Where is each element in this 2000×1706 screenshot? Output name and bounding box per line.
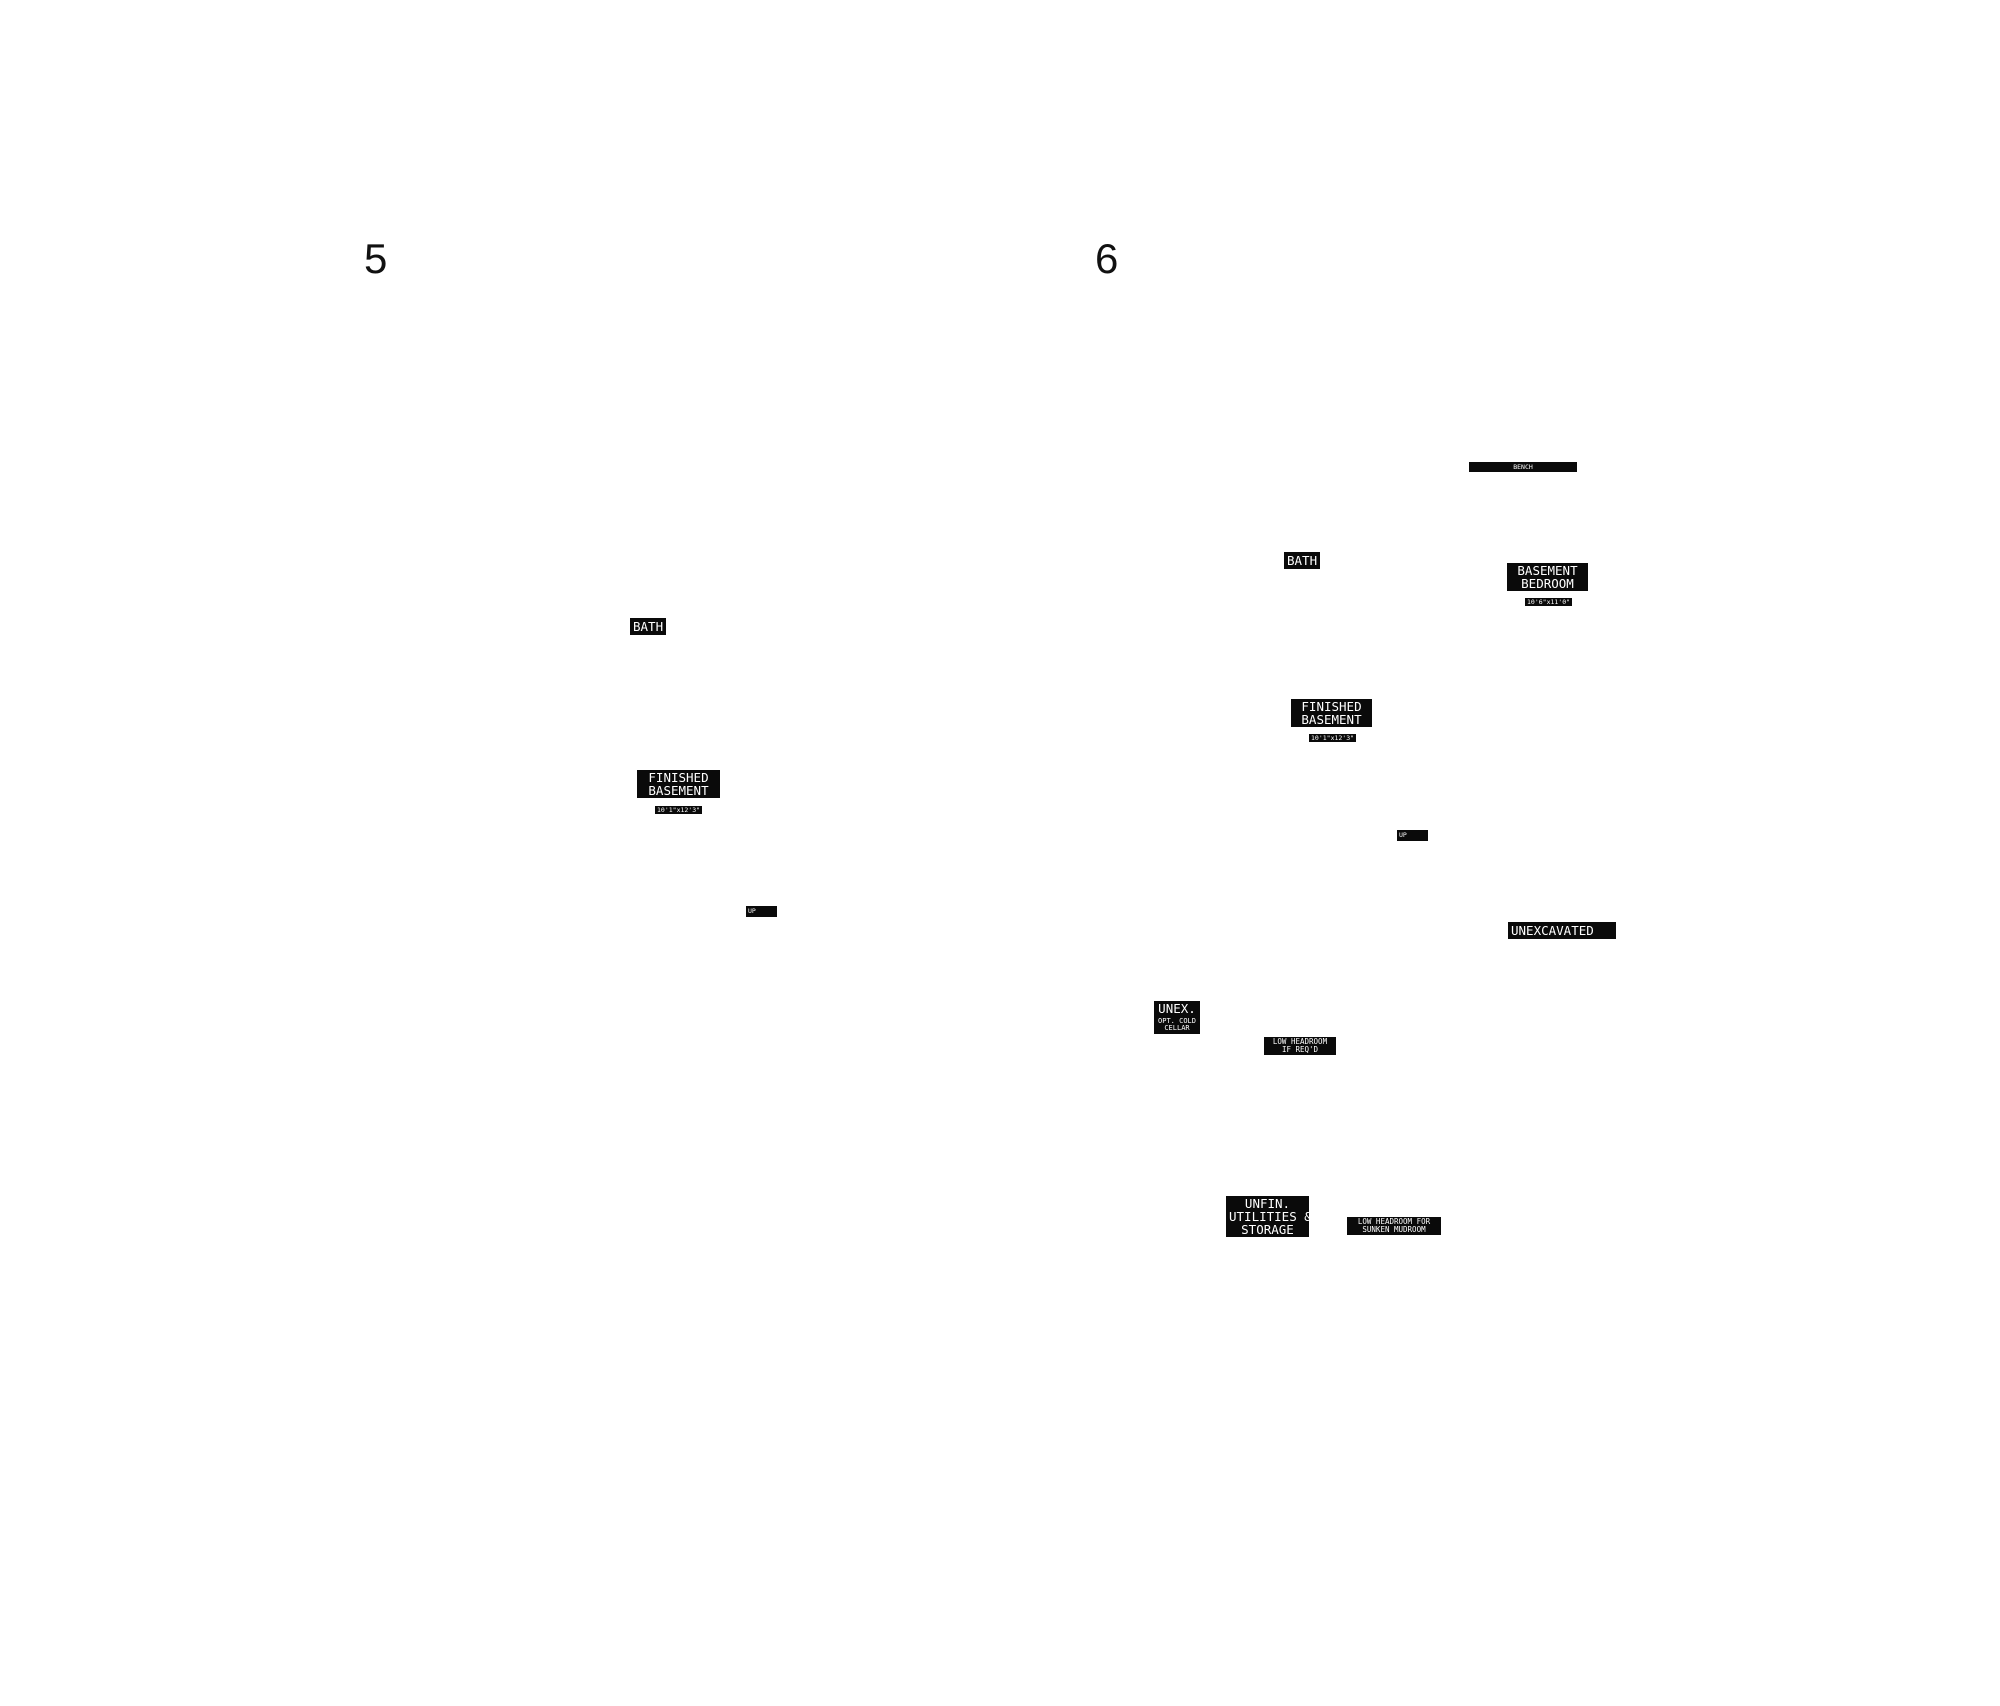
- plan-number-5: 5: [364, 235, 388, 282]
- room-label-unfinished-utilities-storage: UNFIN. UTILITIES & STORAGE: [1226, 1196, 1312, 1238]
- bench-label: BENCH: [1469, 462, 1577, 472]
- room-label-line: FINISHED: [1301, 699, 1362, 714]
- room-label-basement-bedroom: BASEMENT BEDROOM: [1507, 563, 1588, 592]
- room-label-line: BASEMENT: [1517, 563, 1578, 578]
- room-dimension-finished-basement: 10'1"x12'3": [1309, 734, 1357, 742]
- note-line: LOW HEADROOM: [1272, 1037, 1328, 1046]
- note-line: IF REQ'D: [1281, 1044, 1319, 1054]
- plan-number-6: 6: [1095, 235, 1119, 282]
- room-label-line: UTILITIES &: [1229, 1209, 1312, 1225]
- note-line: SUNKEN MUDROOM: [1362, 1224, 1426, 1234]
- room-label-finished-basement: FINISHED BASEMENT: [1291, 699, 1372, 728]
- room-label-unexcavated: UNEXCAVATED: [1508, 922, 1616, 939]
- room-label-line: BASEMENT: [1301, 712, 1362, 728]
- note-low-headroom-mudroom: LOW HEADROOM FOR SUNKEN MUDROOM: [1347, 1217, 1441, 1235]
- note-line: LOW HEADROOM FOR: [1357, 1217, 1431, 1226]
- room-note-line: CELLAR: [1164, 1024, 1190, 1033]
- room-label-line: FINISHED: [648, 770, 709, 785]
- note-low-headroom: LOW HEADROOM IF REQ'D: [1264, 1037, 1336, 1055]
- room-label-unex-cold-cellar: UNEX. OPT. COLD CELLAR: [1154, 1001, 1200, 1034]
- room-label-bath: BATH: [630, 618, 667, 635]
- room-label-line: STORAGE: [1241, 1222, 1294, 1238]
- stair-up-label: UP: [746, 906, 777, 917]
- room-dimension-basement-bedroom: 10'6"x11'0": [1525, 598, 1573, 606]
- room-label-line: UNFIN.: [1244, 1196, 1291, 1211]
- room-label-finished-basement: FINISHED BASEMENT: [637, 770, 720, 799]
- stair-up-label: UP: [1397, 830, 1428, 841]
- room-note-line: OPT. COLD: [1158, 1017, 1196, 1026]
- room-label-line: UNEX.: [1158, 1001, 1196, 1016]
- room-dimension-finished-basement: 10'1"x12'3": [655, 806, 703, 814]
- room-label-line: BASEMENT: [648, 783, 709, 799]
- room-label-line: BEDROOM: [1521, 576, 1574, 592]
- room-label-bath: BATH: [1284, 552, 1321, 569]
